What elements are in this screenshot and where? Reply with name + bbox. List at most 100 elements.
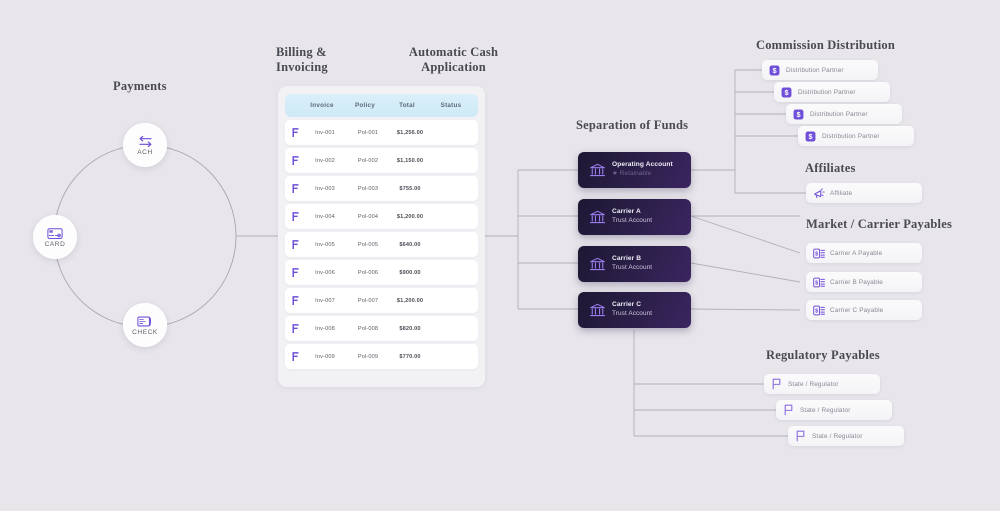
column-header-total: Total [399,102,415,109]
bank-icon [587,210,607,225]
state-regulator-item-1[interactable]: State / Regulator [776,400,892,420]
f-logo-icon [288,156,302,165]
chip-label: State / Regulator [812,432,863,440]
cell-policy: Pol-007 [357,297,379,304]
fund-card-carrier-b[interactable]: Carrier B Trust Account [578,246,691,282]
table-row[interactable]: Inv-003 Pol-003 $755.00 [285,176,478,201]
payments-title: Payments [113,79,167,93]
fund-card-name: Carrier B [612,255,642,263]
f-logo-icon [288,128,302,137]
svg-text:$: $ [815,308,818,314]
distribution-partner-item-1[interactable]: $ Distribution Partner [774,82,890,102]
cell-invoice: Inv-004 [315,213,335,220]
column-header-policy: Policy [354,102,376,109]
affiliate-item-0[interactable]: Affiliate [806,183,922,203]
cell-policy: Pol-004 [357,213,379,220]
bank-icon [587,303,607,318]
carrier-payable-item-1[interactable]: $ Carrier B Payable [806,272,922,292]
fund-card-name: Carrier A [612,208,641,216]
payment-node-ach[interactable]: ACH [123,123,167,167]
separation-of-funds-title: Separation of Funds [576,118,689,132]
chip-label: Distribution Partner [798,88,856,96]
state-regulator-item-2[interactable]: State / Regulator [788,426,904,446]
cell-policy: Pol-006 [357,269,379,276]
bank-icon [587,163,607,178]
cell-total: $1,200.00 [396,213,424,220]
distribution-partner-item-3[interactable]: $ Distribution Partner [798,126,914,146]
payment-node-check[interactable]: CHECK [123,303,167,347]
svg-text:$: $ [772,66,776,75]
affiliates-title: Affiliates [805,161,856,175]
bank-icon [587,257,607,272]
chip-label: Distribution Partner [810,110,868,118]
dollar-badge-icon: $ [780,87,793,98]
column-header-status: Status [440,102,462,109]
cell-invoice: Inv-009 [315,353,335,360]
fund-card-carrier-c[interactable]: Carrier C Trust Account [578,292,691,328]
svg-text:$: $ [808,132,812,141]
payment-node-label: CARD [44,240,66,248]
cell-invoice: Inv-008 [315,325,335,332]
fund-card-name: Carrier C [612,301,642,309]
invoice-table-header: Invoice Policy Total Status [285,94,478,117]
cell-policy: Pol-001 [357,129,379,136]
f-logo-icon [288,184,302,193]
chip-label: Affiliate [830,189,853,197]
f-logo-icon [288,324,302,333]
commission-distribution-title: Commission Distribution [756,38,895,52]
svg-text:$: $ [796,110,800,119]
cell-total: $820.00 [399,325,421,332]
state-regulator-item-0[interactable]: State / Regulator [764,374,880,394]
fund-card-sub: Trust Account [612,264,653,272]
dollar-badge-icon: $ [804,131,817,142]
chip-label: Distribution Partner [822,132,880,140]
invoice-icon: $ [812,305,825,316]
cell-invoice: Inv-003 [315,185,335,192]
carrier-payable-item-2[interactable]: $ Carrier C Payable [806,300,922,320]
chip-label: Carrier A Payable [830,249,883,257]
f-logo-icon [288,212,302,221]
chip-label: Carrier C Payable [830,306,884,314]
chip-label: State / Regulator [788,380,839,388]
cell-invoice: Inv-001 [315,129,335,136]
svg-text:$: $ [815,280,818,286]
cell-total: $1,256.00 [396,129,424,136]
table-row[interactable]: Inv-004 Pol-004 $1,200.00 [285,204,478,229]
chip-label: Carrier B Payable [830,278,883,286]
flag-icon [782,404,795,416]
table-row[interactable]: Inv-007 Pol-007 $1,200.00 [285,288,478,313]
cell-total: $1,200.00 [396,297,424,304]
f-logo-icon [288,296,302,305]
payment-node-label: CHECK [132,328,158,336]
distribution-partner-item-2[interactable]: $ Distribution Partner [786,104,902,124]
payment-node-card[interactable]: CARD [33,215,77,259]
table-row[interactable]: Inv-001 Pol-001 $1,256.00 [285,120,478,145]
invoice-icon: $ [812,277,825,288]
cell-invoice: Inv-007 [315,297,335,304]
cell-total: $755.00 [399,185,421,192]
flag-icon [770,378,783,390]
fund-card-carrier-a[interactable]: Carrier A Trust Account [578,199,691,235]
carrier-payable-item-0[interactable]: $ Carrier A Payable [806,243,922,263]
fund-card-sub: Trust Account [612,310,653,318]
cell-invoice: Inv-002 [315,157,335,164]
invoice-icon: $ [812,248,825,259]
fund-card-sub: Trust Account [612,217,653,225]
fund-card-operating-account[interactable]: Operating Account ★ Retainable [578,152,691,188]
f-logo-icon [288,268,302,277]
credit-card-icon [47,227,63,240]
dollar-badge-icon: $ [768,65,781,76]
cell-invoice: Inv-005 [315,241,335,248]
column-header-invoice: Invoice [310,102,334,109]
chip-label: Distribution Partner [786,66,844,74]
distribution-partner-item-0[interactable]: $ Distribution Partner [762,60,878,80]
cell-total: $770.00 [399,353,421,360]
cell-policy: Pol-003 [357,185,379,192]
